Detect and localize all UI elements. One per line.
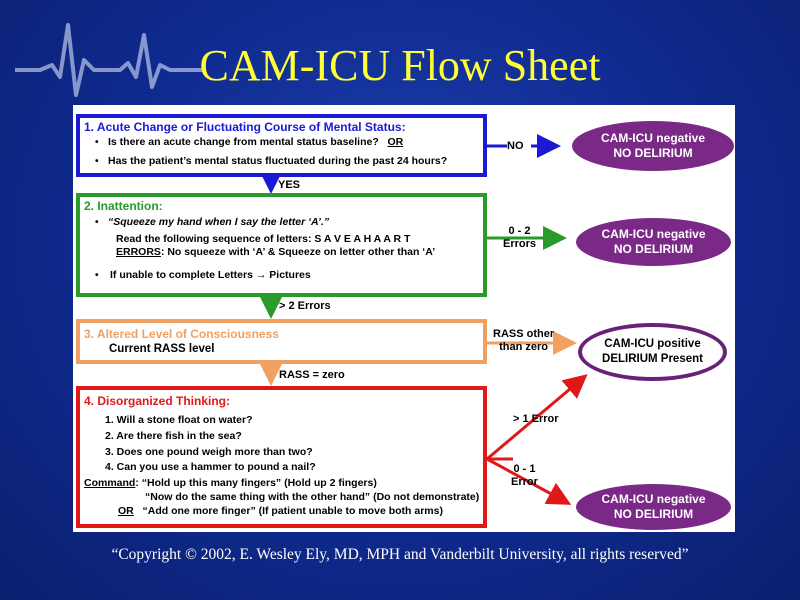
outcome-negative-step4-line1: CAM-ICU negative [601, 492, 706, 506]
outcome-positive-line1: CAM-ICU positive [604, 338, 701, 350]
step4-command-label: Command [84, 477, 136, 489]
outcome-negative-step2-line2: NO DELIRIUM [613, 242, 694, 256]
step1-question2: Has the patient’s mental status fluctuat… [108, 155, 448, 167]
label-0-2: 0 - 2 [508, 225, 531, 237]
step3-current-rass: Current RASS level [109, 343, 215, 355]
step4-command3: OR “Add one more finger” (If patient una… [118, 505, 443, 517]
step2-pictures-note: If unable to complete Letters → Pictures [110, 269, 311, 281]
outcome-negative-step4: CAM-ICU negative NO DELIRIUM [576, 484, 731, 530]
step1-or-label: OR [387, 136, 404, 148]
label-gt1-error: > 1 Error [513, 413, 559, 425]
outcome-negative-step1-line1: CAM-ICU negative [600, 131, 705, 145]
outcome-negative-step2-line1: CAM-ICU negative [601, 227, 706, 241]
label-yes: YES [278, 179, 301, 191]
label-rass-zero: RASS = zero [279, 369, 345, 381]
outcome-positive: CAM-ICU positive DELIRIUM Present [578, 323, 727, 381]
step4-command1: Command: “Hold up this many fingers” (Ho… [84, 477, 377, 489]
step4-question2: 2. Are there fish in the sea? [105, 430, 242, 442]
outcome-negative-step4-line2: NO DELIRIUM [613, 507, 694, 521]
outcome-negative-step1-line2: NO DELIRIUM [613, 146, 693, 160]
step2-errors-rule: ERRORS: No squeeze with ‘A’ & Squeeze on… [116, 246, 435, 258]
step2-title: 2. Inattention: [84, 199, 163, 213]
outcome-negative-step1: CAM-ICU negative NO DELIRIUM [572, 121, 734, 171]
step2-box [76, 193, 487, 297]
step2-letter-sequence: Read the following sequence of letters: … [116, 233, 411, 245]
step4-title: 4. Disorganized Thinking: [84, 394, 231, 408]
step4-question4: 4. Can you use a hammer to pound a nail? [105, 461, 316, 473]
step2-errors-label: ERRORS [116, 246, 161, 258]
step1-question1: Is there an acute change from mental sta… [108, 136, 403, 148]
flow-sheet-panel: 1. Acute Change or Fluctuating Course of… [73, 105, 735, 532]
step2-instruction-text: “Squeeze my hand when I say the letter ‘… [108, 216, 330, 228]
step1-box [76, 114, 487, 177]
outcome-positive-line2: DELIRIUM Present [602, 353, 703, 365]
label-rass-other-line1: RASS other [493, 328, 555, 340]
step1-bullet1: • [95, 137, 99, 148]
step4-or-label: OR [118, 505, 134, 517]
label-rass-other-line2: than zero [499, 341, 549, 353]
label-0-2-errors: 0 - 2 Errors [503, 225, 536, 251]
flow-connectors [259, 134, 588, 505]
step4-box [76, 386, 487, 528]
label-gt2-errors: > 2 Errors [279, 300, 331, 312]
step4-question3: 3. Does one pound weigh more than two? [105, 446, 313, 458]
step1-bullet2: • [95, 156, 99, 167]
step4-command3-text: “Add one more finger” (If patient unable… [142, 505, 443, 517]
outcome-negative-step2: CAM-ICU negative NO DELIRIUM [576, 218, 731, 266]
label-no: NO [507, 140, 524, 152]
step3-box [76, 319, 487, 364]
slide-title: CAM-ICU Flow Sheet [199, 41, 601, 90]
step2-bullet1: • [95, 217, 99, 228]
copyright-notice: “Copyright © 2002, E. Wesley Ely, MD, MP… [111, 546, 689, 563]
label-error: Error [511, 476, 538, 488]
label-errors: Errors [503, 238, 537, 250]
step2-errors-text: : No squeeze with ‘A’ & Squeeze on lette… [160, 246, 436, 258]
label-0-1-error: 0 - 1 Error [511, 463, 538, 489]
step4-question1: 1. Will a stone float on water? [105, 414, 253, 426]
step3-title: 3. Altered Level of Consciousness [84, 327, 279, 341]
step1-question1-text: Is there an acute change from mental sta… [108, 136, 379, 148]
label-0-1: 0 - 1 [513, 463, 536, 475]
heartbeat-decoration [15, 23, 205, 97]
step4-command1-text: : “Hold up this many fingers” (Hold up 2… [135, 477, 377, 489]
step2-bullet2: • [95, 270, 99, 281]
step2-instruction: “Squeeze my hand when I say the letter ‘… [108, 216, 329, 228]
label-rass-other: RASS other than zero [493, 328, 554, 354]
step4-command2: “Now do the same thing with the other ha… [145, 491, 480, 503]
step1-title: 1. Acute Change or Fluctuating Course of… [84, 120, 406, 134]
